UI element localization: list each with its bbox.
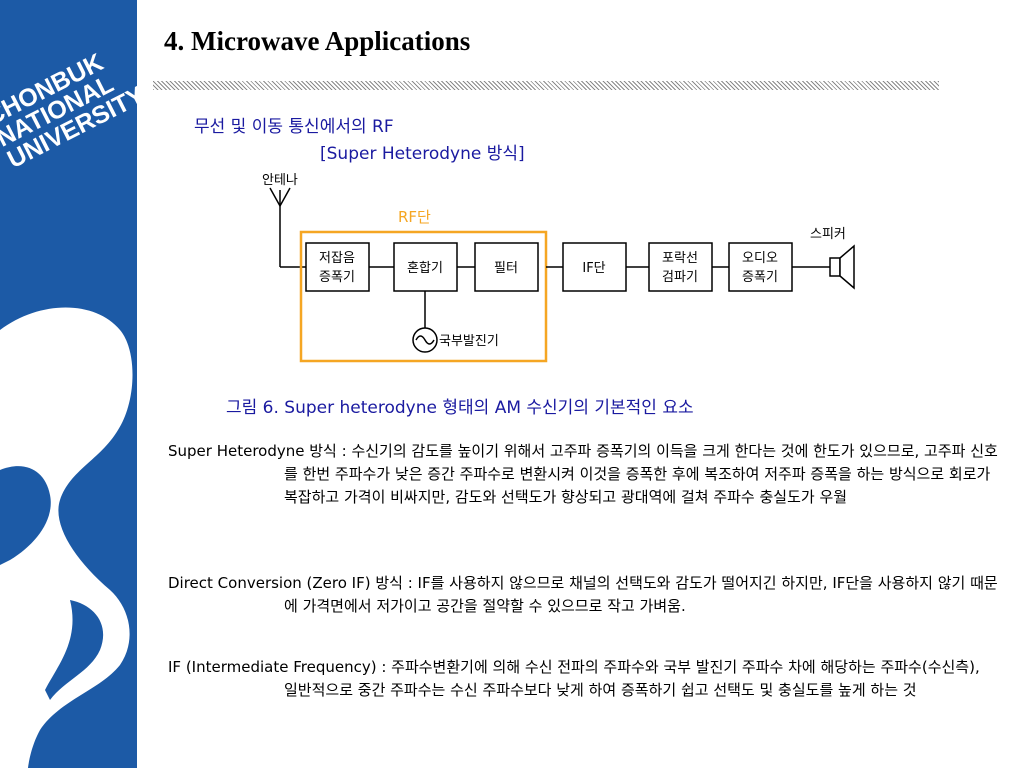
mixer-label: 혼합기 <box>407 261 443 276</box>
audio-amp-label-line1: 오디오 <box>742 251 778 266</box>
description-if: IF (Intermediate Frequency) : 주파수변환기에 의해… <box>168 656 998 702</box>
envelope-detector-label-line2: 검파기 <box>662 270 698 285</box>
local-oscillator-label: 국부발진기 <box>439 334 499 349</box>
audio-amp-label-line2: 증폭기 <box>742 270 778 285</box>
figure-caption: 그림 6. Super heterodyne 형태의 AM 수신기의 기본적인 … <box>226 398 694 418</box>
lna-label-line2: 증폭기 <box>319 270 355 285</box>
if-stage-label: IF단 <box>582 261 605 276</box>
antenna-label: 안테나 <box>262 173 298 188</box>
description-text: IF를 사용하지 않으므로 채널의 선택도와 감도가 떨어지긴 하지만, IF단… <box>284 574 998 615</box>
filter-label: 필터 <box>494 261 518 276</box>
speaker-icon <box>829 244 855 290</box>
rf-stage-label: RF단 <box>398 208 431 226</box>
oscillator-icon <box>412 327 438 353</box>
description-term: Direct Conversion (Zero IF) 방식 : <box>168 574 418 592</box>
description-term: Super Heterodyne 방식 : <box>168 442 352 460</box>
lna-block <box>305 242 370 292</box>
section-subheading: [Super Heterodyne 방식] <box>320 144 525 164</box>
slide-title: 4. Microwave Applications <box>164 26 471 56</box>
filter-block <box>474 242 539 292</box>
description-direct-conversion: Direct Conversion (Zero IF) 방식 : IF를 사용하… <box>168 572 998 618</box>
description-text: 주파수변환기에 의해 수신 전파의 주파수와 국부 발진기 주파수 차에 해당하… <box>284 658 980 699</box>
university-sidebar: CHONBUK NATIONAL UNIVERSITY <box>0 0 137 768</box>
title-divider <box>153 81 939 90</box>
description-superheterodyne: Super Heterodyne 방식 : 수신기의 감도를 높이기 위해서 고… <box>168 440 998 509</box>
description-term: IF (Intermediate Frequency) : <box>168 658 392 676</box>
rf-stage-box <box>299 230 548 363</box>
envelope-detector-label-line1: 포락선 <box>662 251 698 266</box>
superheterodyne-block-diagram: 안테나 RF단 저잡음 증폭기 혼합기 필터 IF단 포락선 검파기 오디오 증… <box>262 173 855 363</box>
speaker-label: 스피커 <box>810 227 846 242</box>
description-text: 수신기의 감도를 높이기 위해서 고주파 증폭기의 이득을 크게 한다는 것에 … <box>284 442 998 506</box>
runner-silhouette-graphic <box>0 307 133 768</box>
section-heading: 무선 및 이동 통신에서의 RF <box>194 117 394 137</box>
audio-amp-block <box>728 242 793 292</box>
lna-label-line1: 저잡음 <box>319 251 355 266</box>
